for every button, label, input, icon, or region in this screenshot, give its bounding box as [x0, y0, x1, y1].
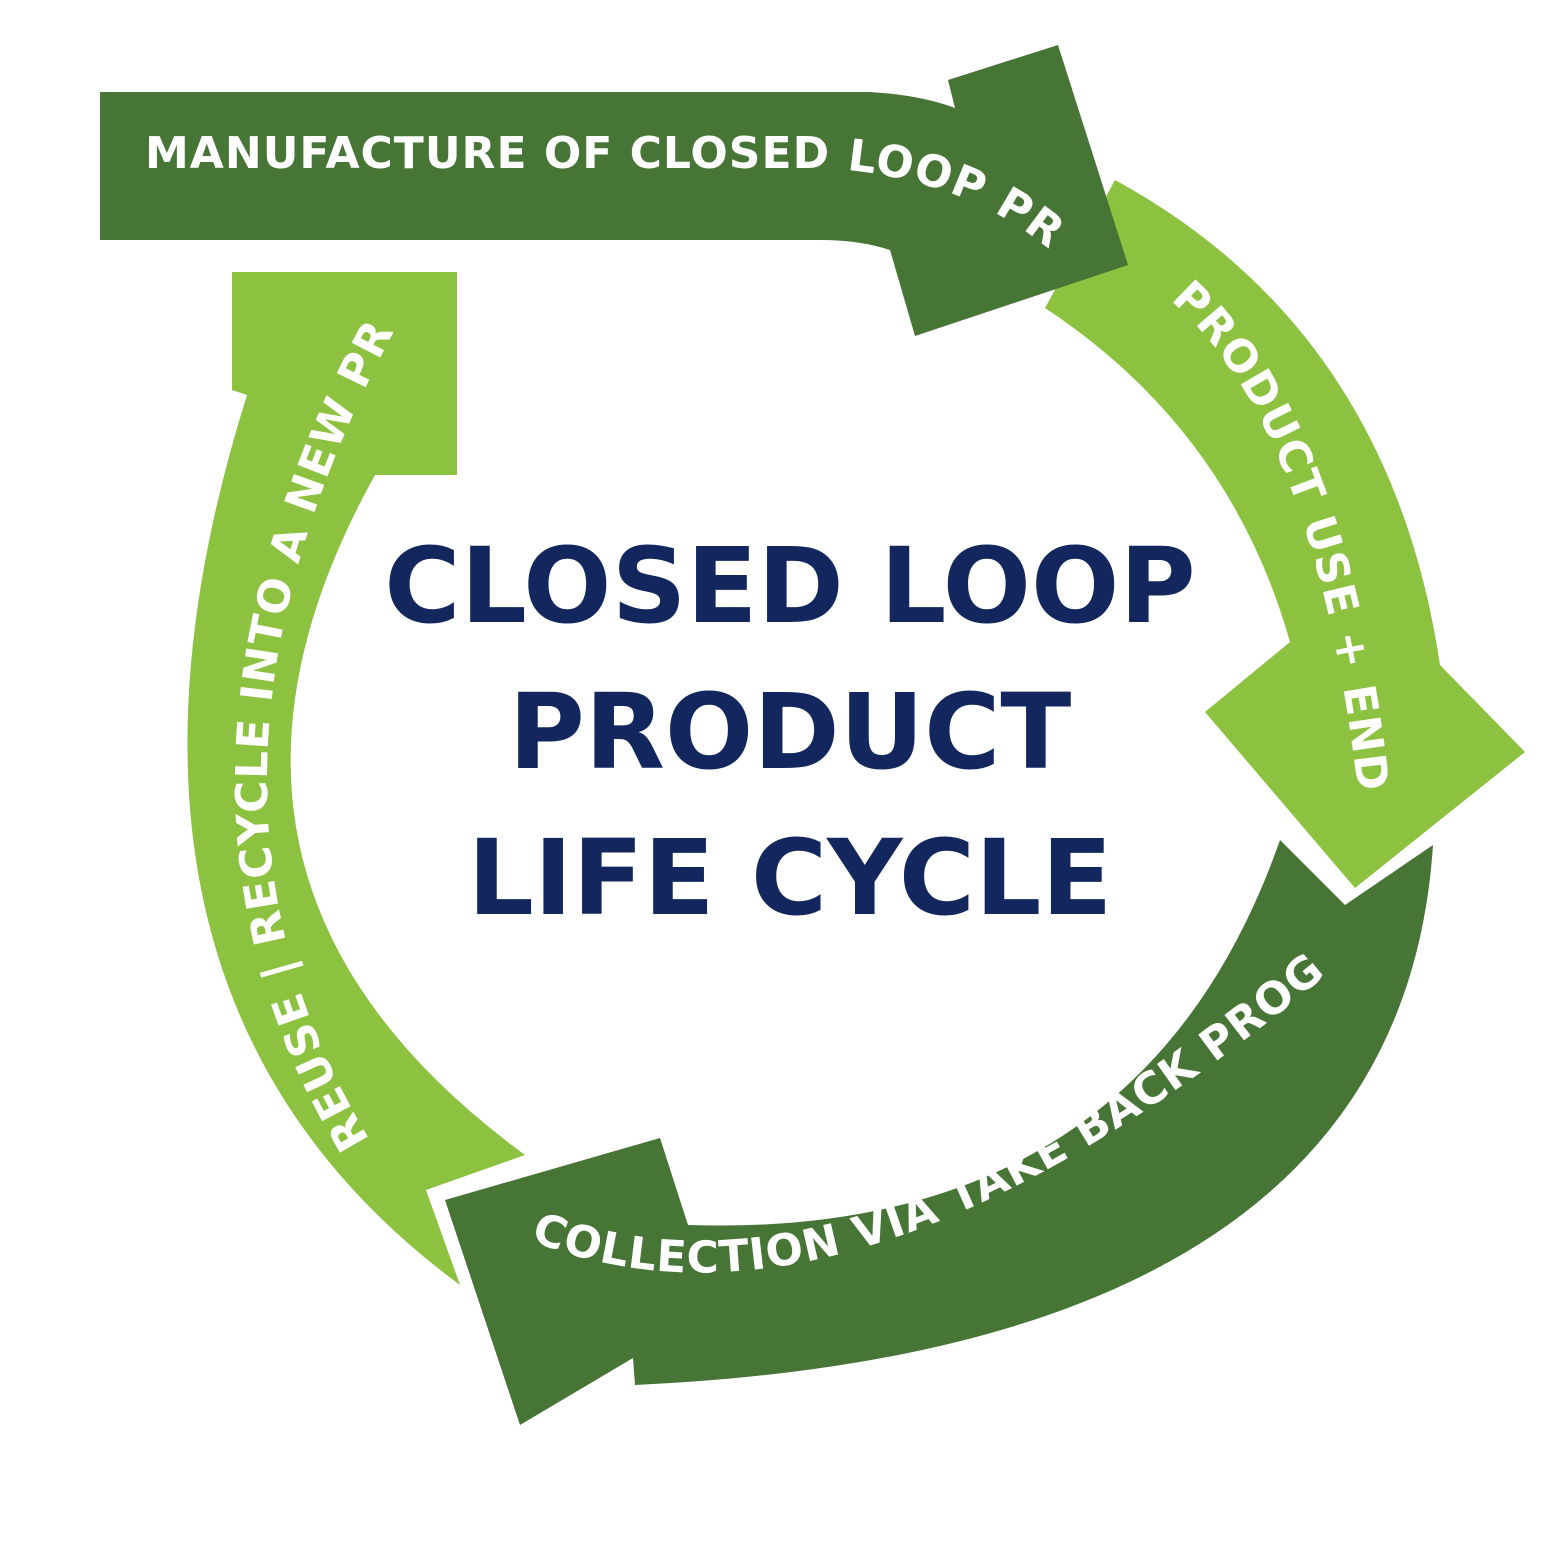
stage-arrow-use — [1045, 180, 1525, 888]
diagram-title-line-3: LIFE CYCLE — [468, 817, 1113, 939]
diagram-title-line-1: CLOSED LOOP — [384, 525, 1195, 647]
diagram-title-line-2: PRODUCT — [509, 671, 1072, 793]
stage-arrow-collection — [445, 840, 1433, 1425]
stage-arrow-manufacture — [100, 45, 1128, 336]
stage-arrow-reuse — [187, 272, 525, 1285]
